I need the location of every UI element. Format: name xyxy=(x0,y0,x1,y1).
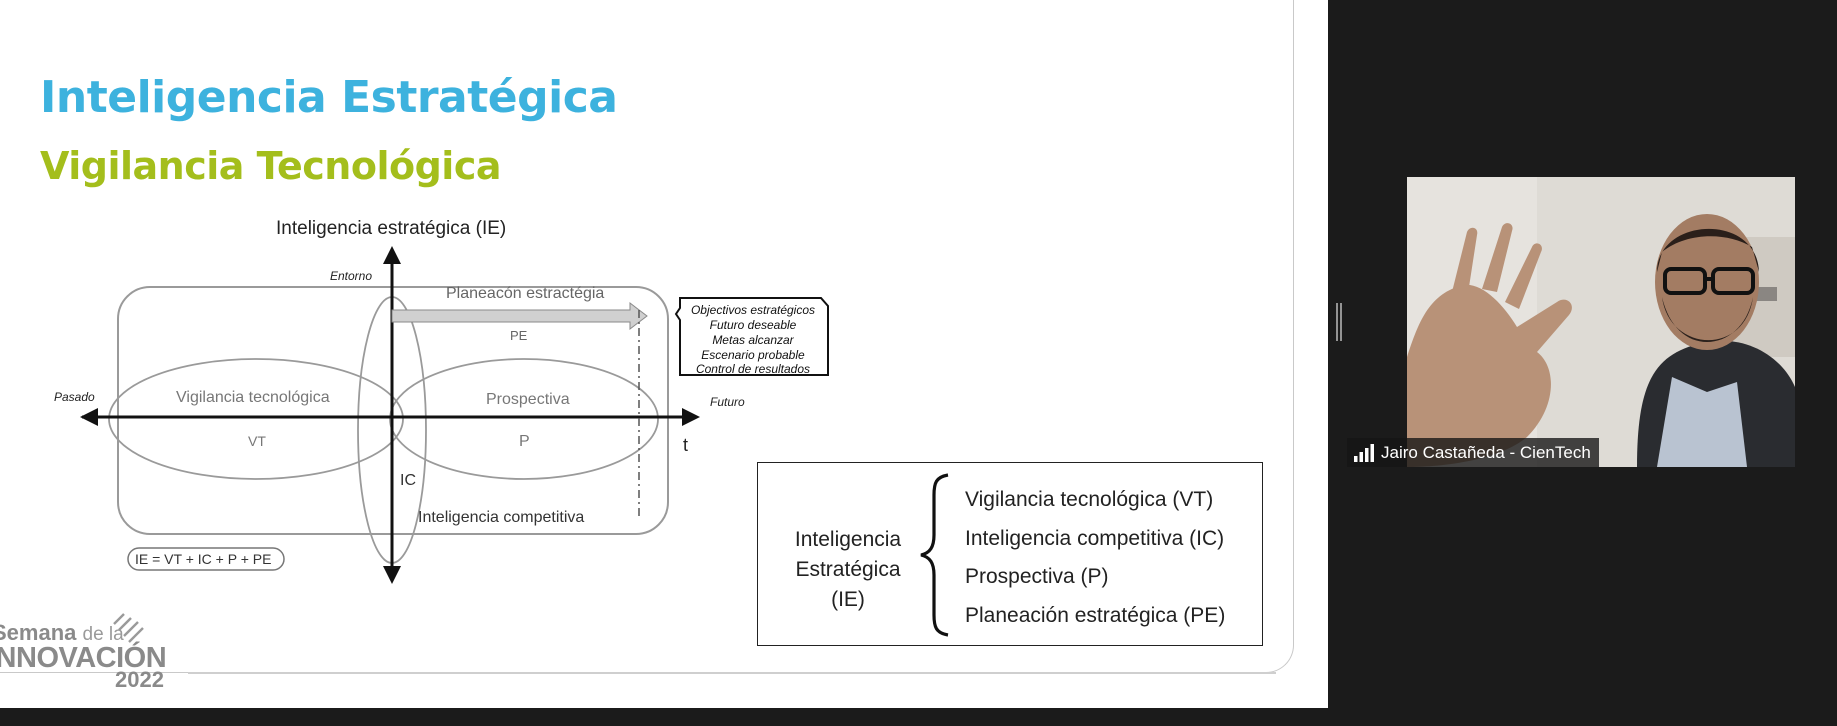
entorno-label: Entorno xyxy=(330,269,372,283)
signal-bars-icon xyxy=(1354,443,1374,462)
formula-box xyxy=(127,547,285,571)
vt-abbr: VT xyxy=(248,433,266,449)
presentation-slide: Inteligencia Estratégica Vigilancia Tecn… xyxy=(0,0,1328,708)
list-item: Inteligencia competitiva (IC) xyxy=(965,526,1225,550)
futuro-label: Futuro xyxy=(710,395,745,409)
formula: IE = VT + IC + P + PE xyxy=(135,551,271,567)
participant-video[interactable] xyxy=(1407,177,1795,467)
slide-title: Inteligencia Estratégica xyxy=(40,72,618,123)
logo-word: Semana xyxy=(0,620,77,645)
objective-item: Escenario probable xyxy=(701,348,805,362)
ie-summary-box: Inteligencia Estratégica (IE) Vigilancia… xyxy=(757,462,1263,646)
objective-item: Objectivos estratégicos xyxy=(691,303,815,317)
vt-label: Vigilancia tecnológica xyxy=(176,389,330,406)
ie-arrow-down xyxy=(383,566,401,584)
t-label: t xyxy=(683,435,688,455)
p-abbr: P xyxy=(519,433,530,450)
pasado-arrow-head xyxy=(80,408,98,426)
p-ellipse xyxy=(389,358,659,480)
futuro-arrow-head xyxy=(682,408,700,426)
logo-line2: INNOVACIÓN xyxy=(0,642,167,674)
ic-label: Inteligencia competitiva xyxy=(418,509,584,526)
ie-summary-label: Inteligencia Estratégica (IE) xyxy=(778,525,918,615)
ie-components-list: Vigilancia tecnológica (VT) Inteligencia… xyxy=(965,481,1225,635)
pe-abbr: PE xyxy=(510,328,528,343)
list-item: Vigilancia tecnológica (VT) xyxy=(965,488,1214,511)
pasado-label: Pasado xyxy=(54,390,95,404)
vertical-axis-label: Inteligencia estratégica (IE) xyxy=(276,218,506,239)
objective-item: Metas alcanzar xyxy=(712,333,794,347)
participant-name-tag: Jairo Castañeda - CienTech xyxy=(1347,438,1599,467)
footer-rule xyxy=(188,672,1276,674)
panel-resize-handle[interactable] xyxy=(1335,303,1343,341)
participant-name: Jairo Castañeda - CienTech xyxy=(1381,443,1591,462)
ie-summary-label-line: Inteligencia xyxy=(794,528,902,551)
pe-arrow xyxy=(391,301,648,331)
p-label: Prospectiva xyxy=(486,391,570,408)
objective-item: Control de resultados xyxy=(696,362,810,376)
objectives-callout xyxy=(674,297,829,376)
pe-arrow-label: Planeacón estractégia xyxy=(446,285,604,302)
logo-mark-icon xyxy=(113,613,144,643)
participant-video-frame xyxy=(1407,177,1795,467)
ie-arrow-up xyxy=(383,246,401,264)
vt-ellipse xyxy=(108,358,404,480)
logo-word-small: de la xyxy=(82,624,124,645)
ie-diagram: Inteligencia estratégica (IE) Entorno Pa… xyxy=(54,218,829,584)
logo-line1: Semana de la xyxy=(0,620,124,646)
logo-year: 2022 xyxy=(115,667,164,692)
ie-summary-label-line: Estratégica (IE) xyxy=(795,558,901,611)
curly-brace-icon xyxy=(920,473,949,637)
list-item: Planeación estratégica (PE) xyxy=(965,603,1226,627)
event-logo: Semana de la INNOVACIÓN 2022 xyxy=(0,610,182,700)
objective-item: Futuro deseable xyxy=(710,318,797,332)
list-item: Prospectiva (P) xyxy=(965,565,1109,588)
ic-abbr: IC xyxy=(400,472,416,489)
slide-subtitle: Vigilancia Tecnológica xyxy=(40,144,502,188)
